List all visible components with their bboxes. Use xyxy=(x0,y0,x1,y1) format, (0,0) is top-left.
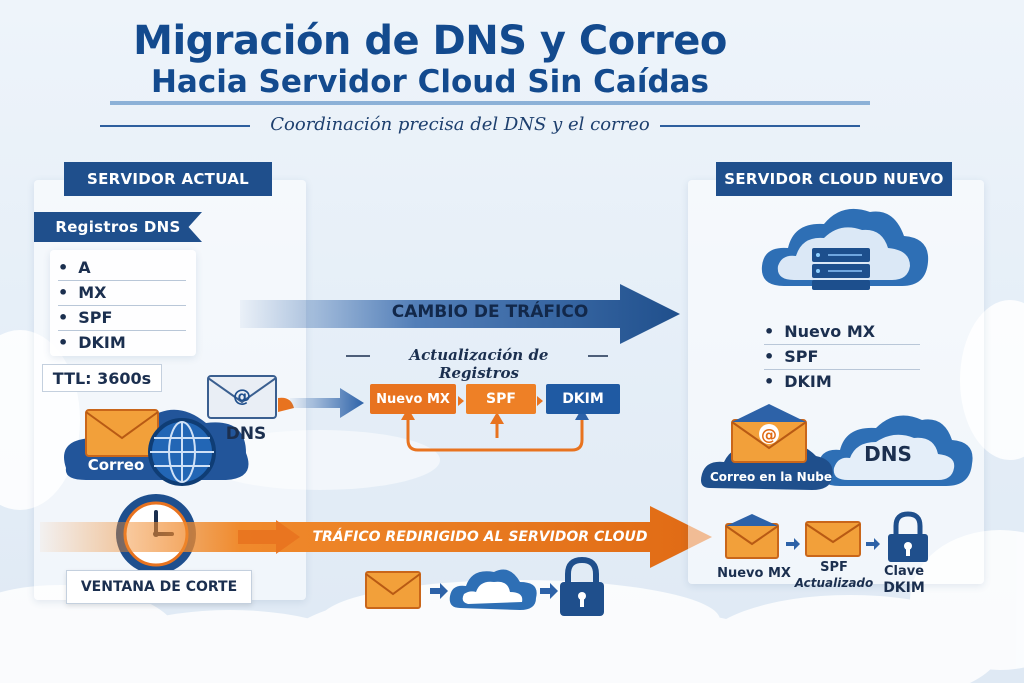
dns-record-dkim: DKIM xyxy=(58,333,186,355)
cloud-record-dkim: DKIM xyxy=(764,372,920,394)
page-title: Migración de DNS y Correo xyxy=(133,18,727,64)
current-mail-dns-illustration: @ xyxy=(64,375,294,486)
svg-text:@: @ xyxy=(233,386,251,407)
dns-records-tag: Registros DNS xyxy=(34,212,202,242)
redirect-arrow xyxy=(40,506,712,568)
chip-spf: SPF xyxy=(466,384,536,414)
envelope-icon xyxy=(805,521,861,557)
svg-text:@: @ xyxy=(761,425,777,444)
traffic-change-arrow xyxy=(240,284,680,344)
mail-label: Correo xyxy=(87,456,145,474)
cloud-icon xyxy=(449,569,537,610)
bottom-new-mx-label: Nuevo MX xyxy=(717,566,791,581)
globe-icon xyxy=(148,418,216,486)
bottom-spf-label: SPF xyxy=(820,560,848,575)
bottom-flow-icons xyxy=(365,556,604,616)
chip-dkim: DKIM xyxy=(546,384,620,414)
chip-new-mx: Nuevo MX xyxy=(370,384,456,414)
envelope-icon: @ xyxy=(207,375,277,419)
cloud-mail-label: Correo en la Nube xyxy=(709,470,832,484)
cloud-dns-label: DNS xyxy=(864,442,912,466)
cloud-record-new-mx: Nuevo MX xyxy=(764,322,920,345)
dns-record-a: A xyxy=(58,258,186,281)
cloud-mail-dns-illustration: @ xyxy=(701,404,973,490)
lock-icon xyxy=(888,511,928,562)
cloud-server-header: SERVIDOR CLOUD NUEVO xyxy=(716,162,952,196)
traffic-change-label: CAMBIO DE TRÁFICO xyxy=(391,302,589,322)
bottom-spf-updated-label: Actualizado xyxy=(794,576,874,590)
bottom-key-label: Clave xyxy=(883,564,925,579)
cutover-window-label: VENTANA DE CORTE xyxy=(66,570,252,604)
page-title-line2: Hacia Servidor Cloud Sin Caídas xyxy=(150,64,709,100)
cloud-bottom-icons xyxy=(725,511,928,562)
cloud-record-spf: SPF xyxy=(764,347,920,370)
redirect-label: TRÁFICO REDIRIGIDO AL SERVIDOR CLOUD xyxy=(312,529,648,545)
envelope-icon xyxy=(365,571,421,609)
lock-icon xyxy=(560,556,604,616)
cloud-server-icon xyxy=(761,208,929,290)
envelope-icon: @ xyxy=(731,404,807,463)
server-rack-icon xyxy=(812,248,870,290)
envelope-icon xyxy=(725,514,779,559)
small-left-arrow xyxy=(290,388,364,418)
current-server-header: SERVIDOR ACTUAL xyxy=(64,162,272,196)
update-records-title: Actualización de Registros xyxy=(409,346,549,382)
dns-label: DNS xyxy=(225,424,267,444)
dns-record-spf: SPF xyxy=(58,308,186,331)
page-subtitle: Coordinación precisa del DNS y el correo xyxy=(270,114,650,135)
bottom-dkim-label: DKIM xyxy=(883,580,925,596)
ttl-value: TTL: 3600s xyxy=(42,364,162,392)
dns-record-mx: MX xyxy=(58,283,186,306)
